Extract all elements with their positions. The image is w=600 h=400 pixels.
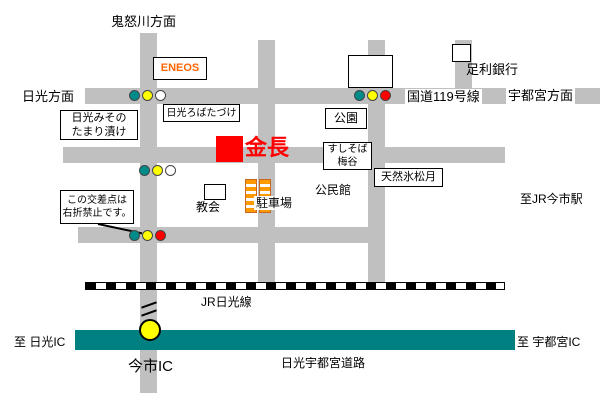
bank-building-icon [452, 44, 471, 62]
traffic-light-route119-west [129, 90, 166, 101]
label-kinugawa-direction: 鬼怒川方面 [111, 14, 177, 29]
signal-red-bulb-icon [155, 90, 166, 101]
church-building-icon [204, 184, 226, 200]
traffic-light-lower-west [129, 230, 166, 241]
label-route119: 国道119号線 [405, 89, 482, 105]
building-icon [348, 55, 393, 88]
kincho-building [216, 136, 243, 162]
signal-green-bulb-icon [139, 165, 150, 176]
signal-red-bulb-icon [155, 230, 166, 241]
label-utsunomiya-direction: 宇都宮方面 [506, 88, 576, 104]
label-nikko-utsunomiya-road: 日光宇都宮道路 [281, 356, 366, 370]
kincho-name: 金長 [245, 135, 290, 160]
road-vertical-east [368, 40, 385, 287]
traffic-light-route119-east [354, 90, 391, 101]
interchange-icon [139, 319, 161, 341]
signal-yellow-bulb-icon [152, 165, 163, 176]
signal-green-bulb-icon [129, 230, 140, 241]
robatazuke-box: 日光ろばたづけ [163, 104, 240, 122]
label-parking: 駐車場 [254, 196, 295, 211]
no-right-turn-notice: この交差点は 右折禁止です。 [60, 190, 134, 224]
road-nikko-utsunomiya-toll [75, 330, 515, 350]
label-ashikaga-bank: 足利銀行 [466, 62, 519, 77]
signal-green-bulb-icon [354, 90, 365, 101]
sushi-soba-umetani-box: すしそば 梅谷 [323, 142, 372, 170]
park-box: 公園 [325, 108, 367, 129]
misono-tamarizuke-box: 日光みその たまり漬け [60, 110, 138, 140]
label-to-jr-imaichi: 至JR今市駅 [520, 192, 583, 206]
label-to-utsunomiya-ic: 至 宇都宮IC [517, 335, 581, 349]
label-community-center: 公民館 [315, 183, 352, 197]
jr-nikko-railway-line [85, 282, 505, 290]
road-vertical-center [258, 40, 275, 287]
signal-yellow-bulb-icon [142, 90, 153, 101]
eneos-label: ENEOS [160, 62, 200, 75]
label-jr-nikko-line: JR日光線 [201, 295, 252, 309]
label-church: 教会 [196, 200, 221, 214]
eneos-station-box: ENEOS [153, 57, 207, 80]
signal-yellow-bulb-icon [367, 90, 378, 101]
road-middle-horizontal [63, 147, 505, 163]
signal-red-bulb-icon [380, 90, 391, 101]
shogetsu-box: 天然氷松月 [374, 168, 443, 187]
label-nikko-direction: 日光方面 [22, 89, 75, 104]
signal-green-bulb-icon [129, 90, 140, 101]
signal-red-bulb-icon [165, 165, 176, 176]
signal-yellow-bulb-icon [142, 230, 153, 241]
traffic-light-middle-west [139, 165, 176, 176]
label-to-nikko-ic: 至 日光IC [14, 335, 66, 349]
label-imaichi-ic: 今市IC [128, 358, 174, 375]
